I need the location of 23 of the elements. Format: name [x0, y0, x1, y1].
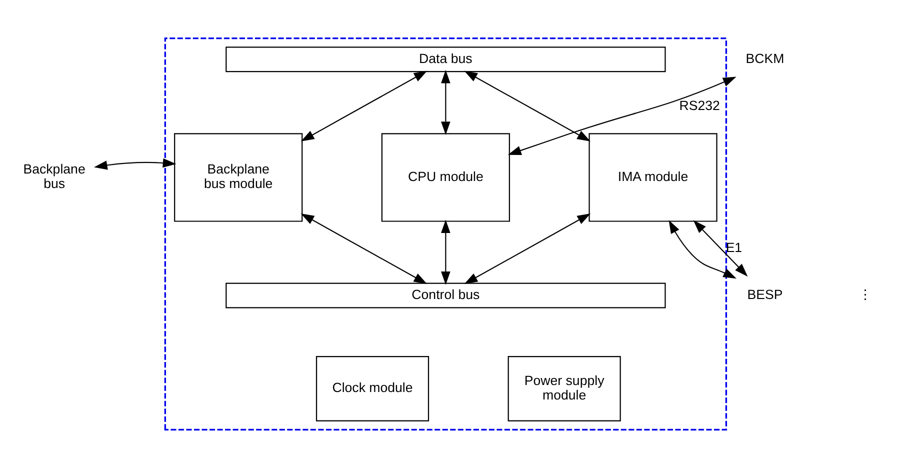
node-box: CPU module: [381, 133, 510, 222]
node-box: Clock module: [316, 356, 430, 422]
edge-label: E1: [726, 240, 742, 255]
edge-label: RS232: [679, 98, 720, 113]
node-text: BESP: [747, 286, 783, 302]
node-box: IMA module: [588, 133, 718, 222]
node-text: Backplane bus: [23, 162, 86, 192]
arrow: [464, 213, 591, 284]
arrow: [693, 220, 748, 277]
arrow: [668, 220, 737, 279]
arrow: [300, 213, 428, 284]
label: ⋮: [858, 286, 872, 302]
arrow: [464, 70, 590, 142]
arrow: [94, 158, 176, 170]
node-box: Control bus: [226, 282, 666, 308]
node-box: Power supply module: [508, 356, 621, 422]
arrow: [441, 220, 450, 285]
node-box: Data bus: [226, 46, 666, 72]
node-text: BCKM: [746, 50, 784, 66]
arrow: [441, 70, 450, 135]
arrow: [508, 76, 736, 155]
arrow: [300, 70, 428, 142]
node-box: Backplane bus module: [174, 133, 303, 222]
